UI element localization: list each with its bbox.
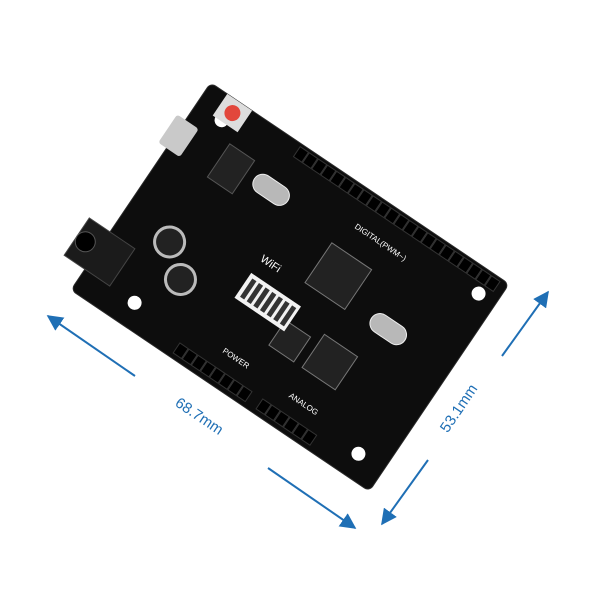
header-pin: [347, 182, 364, 200]
usb-serial-chip: [301, 333, 359, 391]
header-pin: [429, 238, 446, 256]
micro-usb-port: [159, 115, 198, 156]
mcu-chip: [304, 242, 373, 311]
power-analog-header: [172, 342, 318, 446]
header-pin: [402, 219, 419, 237]
header-pin: [282, 416, 300, 434]
header-pin: [236, 385, 253, 403]
esp-chip: [268, 319, 312, 363]
header-pin: [329, 170, 346, 188]
header-pin: [374, 201, 392, 219]
header-pin: [466, 262, 483, 280]
header-pin: [181, 348, 198, 366]
digital-header: [292, 146, 501, 293]
header-pin: [456, 256, 474, 274]
width-dimension-line: [381, 459, 429, 526]
header-pin: [208, 366, 226, 384]
header-pin: [447, 250, 465, 268]
header-pin: [365, 195, 383, 213]
header-pin: [420, 232, 437, 250]
header-pin: [190, 354, 208, 372]
header-pin: [356, 189, 374, 207]
header-pin: [292, 146, 310, 163]
header-pin: [301, 152, 319, 170]
header-pin: [311, 158, 328, 176]
header-pin: [291, 422, 309, 440]
header-pin: [383, 207, 401, 225]
header-pin: [199, 360, 217, 378]
header-pin: [338, 176, 355, 194]
width-dimension-line: [501, 290, 549, 357]
header-pin: [484, 275, 501, 293]
header-pin: [273, 410, 290, 428]
header-pin: [475, 269, 492, 286]
header-pin: [300, 428, 318, 446]
header-pin: [320, 164, 337, 182]
header-pin: [172, 342, 189, 360]
capacitor: [153, 225, 187, 259]
arduino-board: WiFi DIGITAL(PWM~) ANALOG POWER: [63, 84, 508, 490]
header-pin: [264, 404, 281, 422]
capacitor: [163, 262, 197, 296]
length-dimension-line: [46, 315, 136, 377]
header-pin: [227, 379, 244, 397]
crystal: [252, 173, 290, 206]
header-pin: [393, 213, 410, 231]
length-dimension-line: [267, 467, 357, 529]
header-pin: [218, 373, 235, 390]
header-pin: [255, 398, 272, 416]
header-pin: [438, 244, 456, 262]
header-pin: [411, 225, 428, 243]
crystal: [369, 313, 408, 346]
